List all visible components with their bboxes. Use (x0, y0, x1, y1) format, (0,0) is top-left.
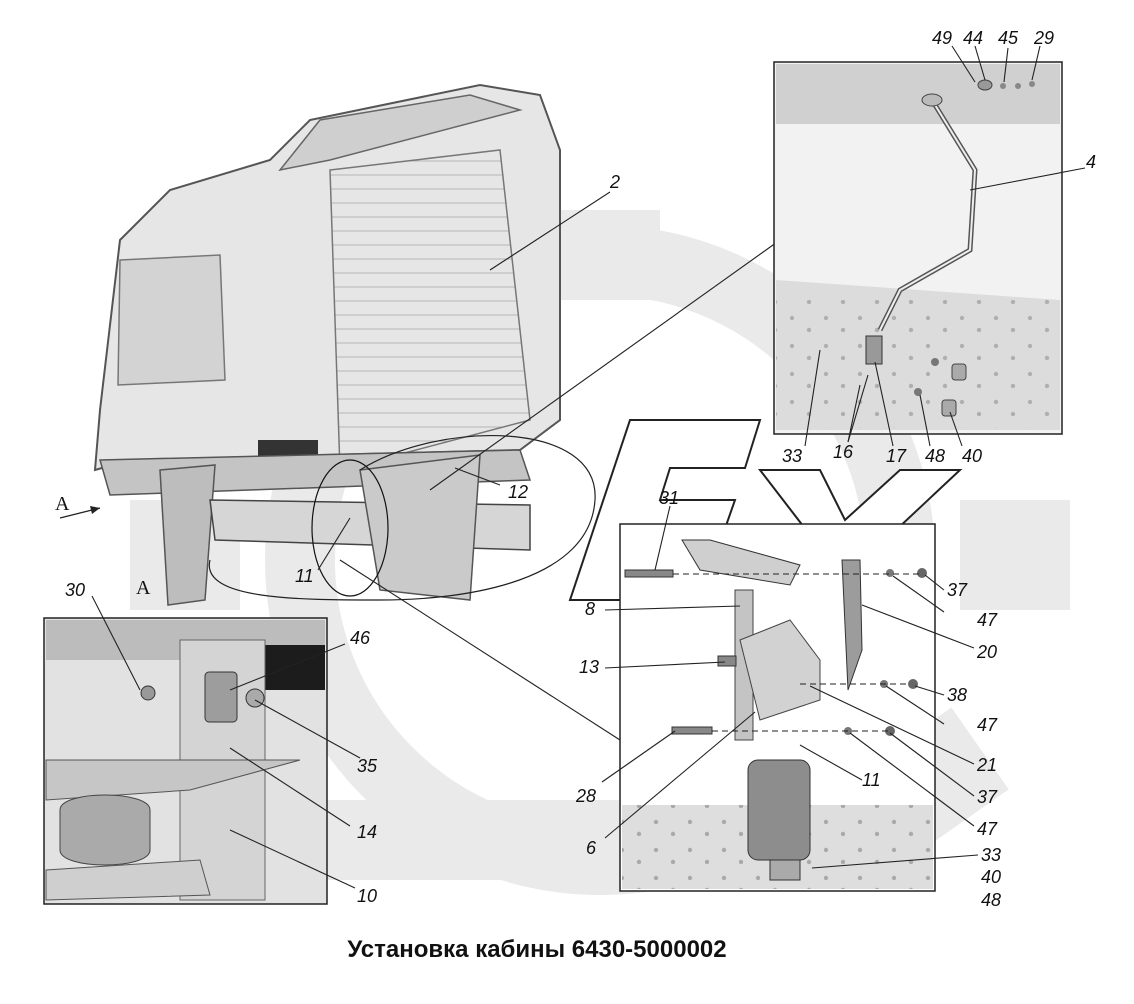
callout-8: 8 (585, 599, 595, 619)
callout-14: 14 (357, 822, 377, 842)
callout-46: 46 (350, 628, 371, 648)
callout-31: 31 (659, 488, 679, 508)
callout-35: 35 (357, 756, 378, 776)
watermark-text: БК (488, 489, 490, 491)
callout-16: 16 (833, 442, 854, 462)
callout-47-c: 47 (977, 819, 998, 839)
callout-13: 13 (579, 657, 599, 677)
callout-30: 30 (65, 580, 85, 600)
callout-11-main: 11 (295, 566, 314, 586)
view-label-a-upper: А (55, 493, 70, 515)
callout-12: 12 (508, 482, 528, 502)
callout-10: 10 (357, 886, 377, 906)
callout-17: 17 (886, 446, 907, 466)
cab-main-view (59, 83, 596, 606)
callout-37-b: 37 (977, 787, 998, 807)
callout-49: 49 (932, 28, 952, 48)
callout-33-bottom: 33 (981, 845, 1001, 865)
detail-bottom-right (619, 523, 936, 892)
callout-20: 20 (976, 642, 997, 662)
callout-33-top: 33 (782, 446, 802, 466)
callout-2: 2 (609, 172, 620, 192)
callout-37-a: 37 (947, 580, 968, 600)
detail-bottom-left (43, 617, 328, 905)
main-leaders (317, 191, 781, 741)
drawing-title: Установка кабины 6430-5000002 (347, 936, 727, 963)
callout-6: 6 (586, 838, 597, 858)
callout-40-top: 40 (962, 446, 982, 466)
callout-21: 21 (976, 755, 997, 775)
detail-bottom-left-leaders (91, 595, 361, 889)
callout-48-top: 48 (925, 446, 945, 466)
detail-bottom-right-leaders (601, 505, 979, 869)
view-label-a-lower: А (136, 577, 151, 599)
callout-40-bottom: 40 (981, 867, 1001, 887)
callout-44: 44 (963, 28, 983, 48)
callout-47-b: 47 (977, 715, 998, 735)
callout-38: 38 (947, 685, 967, 705)
callout-48-bottom: 48 (981, 890, 1001, 910)
detail-top-leaders (804, 45, 1086, 447)
callout-47-a: 47 (977, 610, 998, 630)
callout-45: 45 (998, 28, 1019, 48)
callout-4: 4 (1086, 152, 1096, 172)
detail-top-right (773, 61, 1063, 435)
detail-bottom-right-axes (673, 573, 920, 732)
callout-29: 29 (1033, 28, 1054, 48)
callout-28: 28 (575, 786, 596, 806)
callout-11-detail: 11 (862, 770, 881, 790)
